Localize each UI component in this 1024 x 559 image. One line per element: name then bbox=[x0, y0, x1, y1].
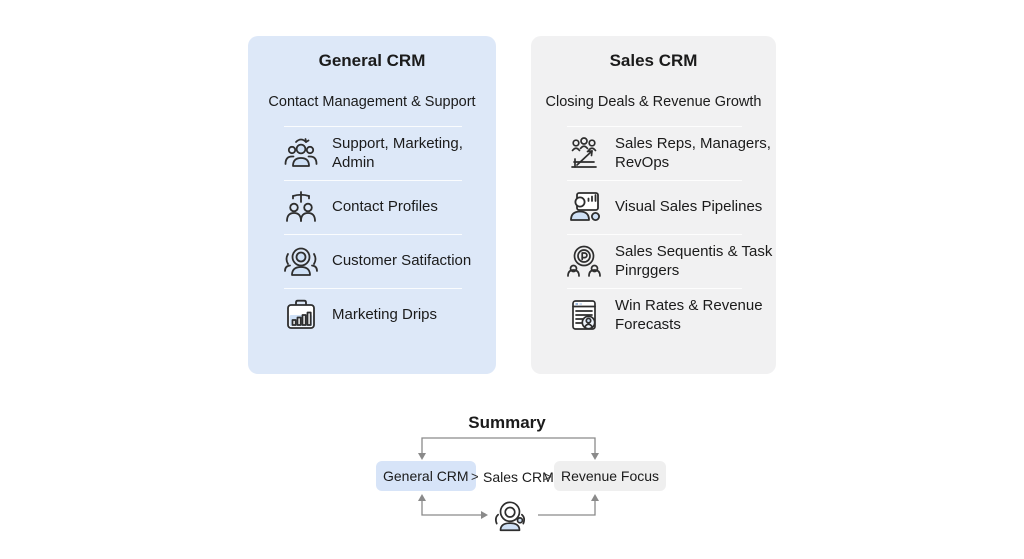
summary-title: Summary bbox=[468, 413, 546, 432]
item-label: Marketing Drips bbox=[332, 306, 438, 324]
list-item: Contact Profiles bbox=[248, 181, 496, 234]
list-item: Win Rates & Revenue Forecasts bbox=[531, 289, 776, 342]
divider bbox=[567, 234, 742, 235]
card-subtitle: Contact Management & Support bbox=[268, 94, 476, 110]
forecasts-icon bbox=[564, 296, 604, 336]
divider bbox=[567, 126, 742, 127]
card-title: General CRM bbox=[318, 51, 426, 70]
list-item: Customer Satifaction bbox=[248, 235, 496, 288]
divider bbox=[284, 180, 462, 181]
customer-satisfaction-icon bbox=[281, 242, 321, 282]
item-label: Contact Profiles bbox=[332, 198, 438, 216]
item-label: Visual Sales Pipelines bbox=[615, 198, 763, 216]
item-label: Win Rates & Revenue Forecasts bbox=[615, 296, 763, 333]
chevron-separator: > bbox=[471, 469, 479, 484]
item-label: Sales Sequentis & Task Pinrggers bbox=[615, 242, 773, 279]
sales-pipeline-icon bbox=[564, 188, 604, 228]
list-item: Marketing Drips bbox=[248, 289, 496, 342]
sequences-icon bbox=[564, 242, 604, 282]
team-sync-icon bbox=[281, 134, 321, 174]
step-revenue-focus: Revenue Focus bbox=[554, 461, 667, 491]
list-item: Sales Reps, Managers, RevOps bbox=[531, 127, 776, 180]
item-label: Support, Marketing, Admin bbox=[332, 134, 463, 171]
list-item: Visual Sales Pipelines bbox=[531, 181, 776, 234]
step-general-crm: General CRM bbox=[376, 461, 476, 491]
sales-team-icon bbox=[564, 134, 604, 174]
list-item: Sales Sequentis & Task Pinrggers bbox=[531, 235, 776, 288]
headset-person-icon bbox=[491, 499, 529, 535]
divider bbox=[284, 234, 462, 235]
contact-profiles-icon bbox=[281, 188, 321, 228]
card-title: Sales CRM bbox=[609, 51, 698, 70]
card-subtitle: Closing Deals & Revenue Growth bbox=[545, 94, 762, 110]
item-label: Customer Satifaction bbox=[332, 252, 472, 270]
chevron-separator: > bbox=[544, 469, 552, 484]
list-item: Support, Marketing, Admin bbox=[248, 127, 496, 180]
item-label: Sales Reps, Managers, RevOps bbox=[615, 134, 771, 171]
divider bbox=[567, 180, 742, 181]
divider bbox=[284, 126, 462, 127]
general-crm-card: General CRM Contact Management & Support… bbox=[248, 36, 496, 374]
summary-connector-arrows bbox=[418, 437, 599, 519]
marketing-drips-icon bbox=[281, 296, 321, 336]
divider bbox=[567, 288, 742, 289]
divider bbox=[284, 288, 462, 289]
sales-crm-card: Sales CRM Closing Deals & Revenue Growth… bbox=[531, 36, 776, 374]
step-sales-crm: Sales CRM bbox=[483, 469, 554, 485]
